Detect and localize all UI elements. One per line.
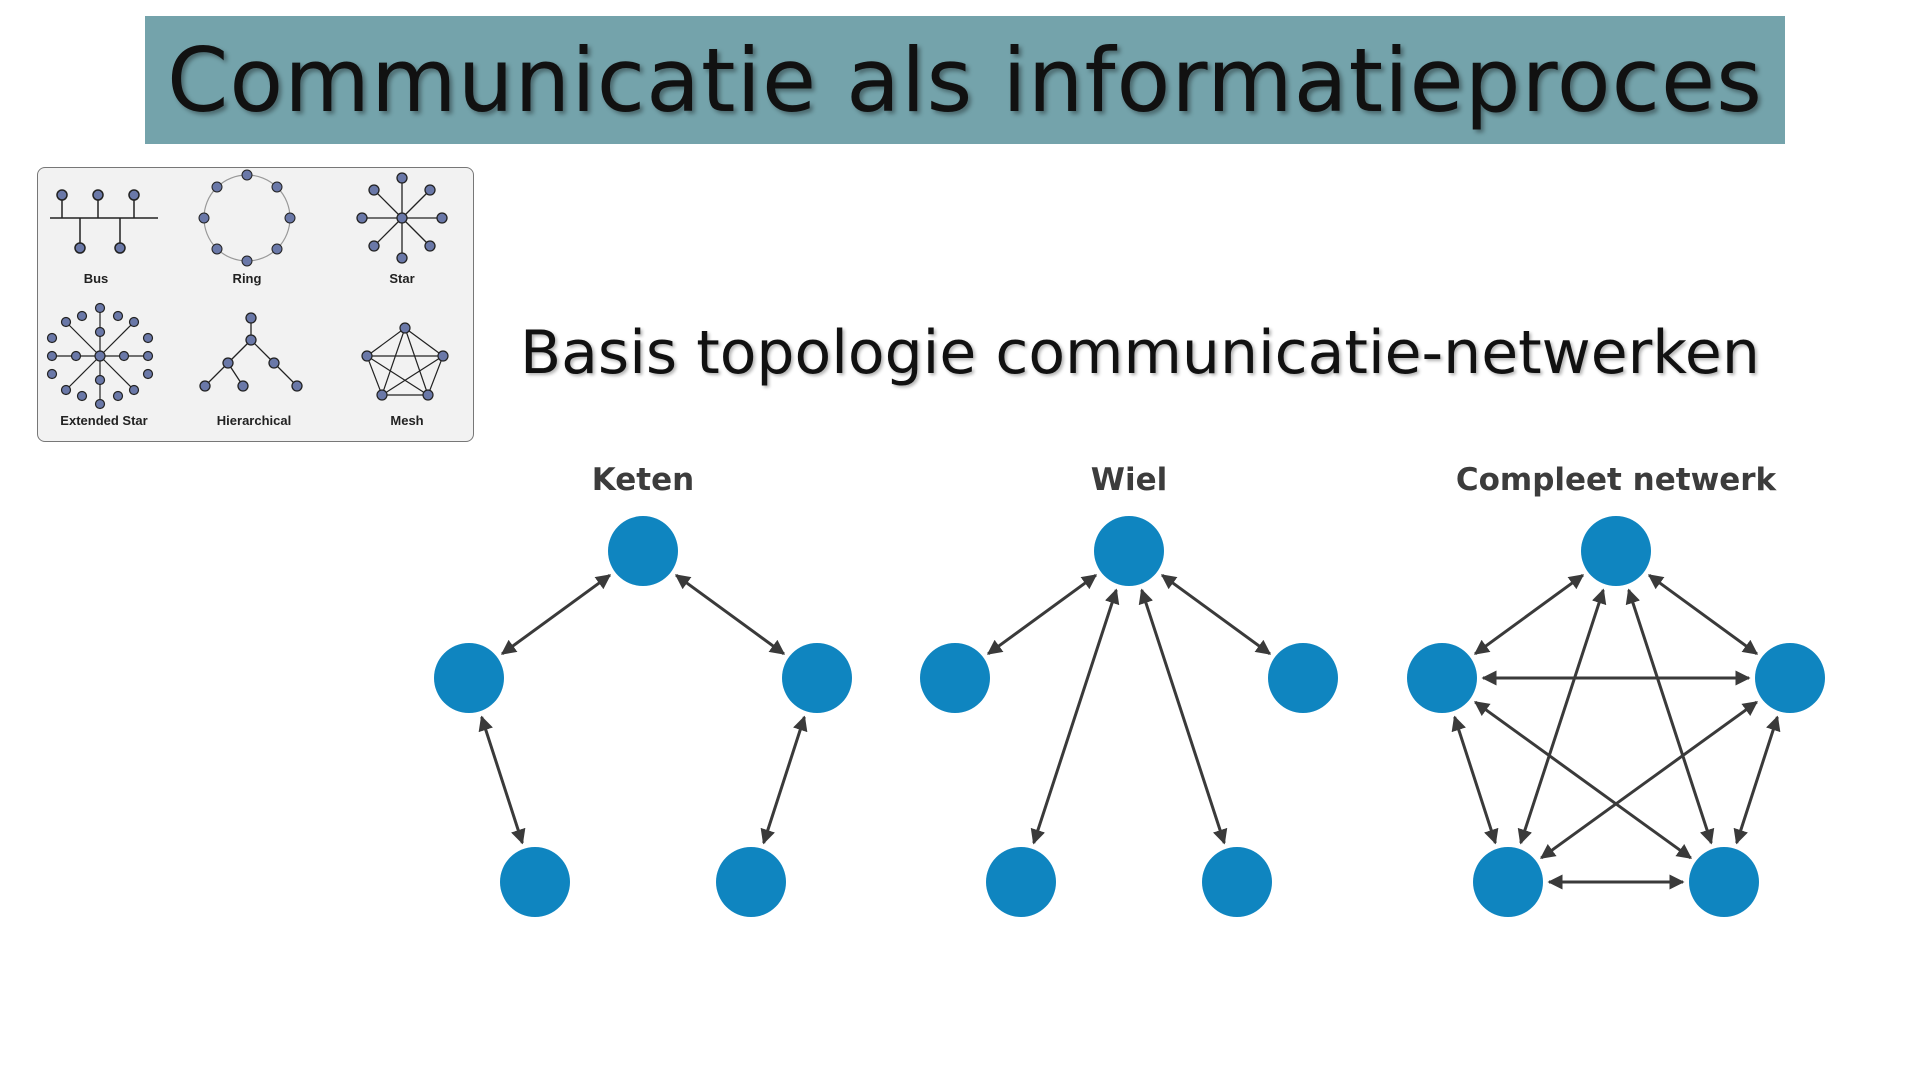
- network-label-keten: Keten: [591, 462, 695, 498]
- network-node: [1094, 516, 1164, 586]
- network-node: [1755, 643, 1825, 713]
- edge-arrow: [500, 573, 612, 656]
- edge-arrow: [1625, 588, 1715, 845]
- extended-star-topology-icon: [46, 302, 154, 410]
- edge-arrow: [760, 715, 808, 845]
- edge-arrow: [1540, 700, 1758, 860]
- network-node: [608, 516, 678, 586]
- extended-star-label: Extended Star: [60, 413, 148, 428]
- bus-label: Bus: [83, 271, 109, 286]
- edge-arrow: [1030, 588, 1120, 845]
- edge-arrow: [1647, 573, 1759, 656]
- network-node: [1473, 847, 1543, 917]
- ring-topology-icon: [198, 169, 296, 267]
- edge-arrow: [1160, 573, 1272, 656]
- topology-legend-box: Bus Ring Star Extended Star Hierarchical…: [37, 167, 474, 442]
- network-node: [782, 643, 852, 713]
- network-node: [920, 643, 990, 713]
- edge-arrow: [1138, 588, 1228, 845]
- network-1: [920, 516, 1338, 917]
- hierarchical-topology-icon: [199, 312, 303, 392]
- edge-arrow: [674, 573, 786, 656]
- edge-arrow: [1474, 700, 1692, 860]
- star-label: Star: [389, 271, 415, 286]
- network-label-compleet: Compleet netwerk: [1455, 462, 1777, 498]
- edge-arrow: [1733, 715, 1781, 845]
- network-node: [986, 847, 1056, 917]
- network-0: [434, 516, 852, 917]
- network-node: [1202, 847, 1272, 917]
- page-title: Communicatie als informatieproces: [166, 28, 1764, 132]
- mesh-topology-icon: [361, 322, 449, 401]
- title-bar: Communicatie als informatieproces: [145, 16, 1785, 144]
- edge-arrow: [1517, 588, 1607, 845]
- bus-topology-icon: [50, 189, 158, 254]
- network-2: [1407, 516, 1825, 917]
- network-node: [500, 847, 570, 917]
- subtitle: Basis topologie communicatie-netwerken: [520, 318, 1760, 388]
- topology-icons: [46, 169, 449, 410]
- ring-label: Ring: [232, 271, 262, 286]
- edge-arrow: [1451, 715, 1499, 845]
- network-node: [1268, 643, 1338, 713]
- network-node: [1407, 643, 1477, 713]
- network-node: [434, 643, 504, 713]
- network-label-wiel: Wiel: [1090, 462, 1168, 498]
- star-topology-icon: [356, 172, 448, 264]
- hierarchical-label: Hierarchical: [216, 413, 292, 428]
- edge-arrow: [478, 715, 526, 845]
- network-node: [1581, 516, 1651, 586]
- network-node: [1689, 847, 1759, 917]
- mesh-label: Mesh: [390, 413, 424, 428]
- edge-arrow: [1473, 573, 1585, 656]
- network-node: [716, 847, 786, 917]
- edge-arrow: [986, 573, 1098, 656]
